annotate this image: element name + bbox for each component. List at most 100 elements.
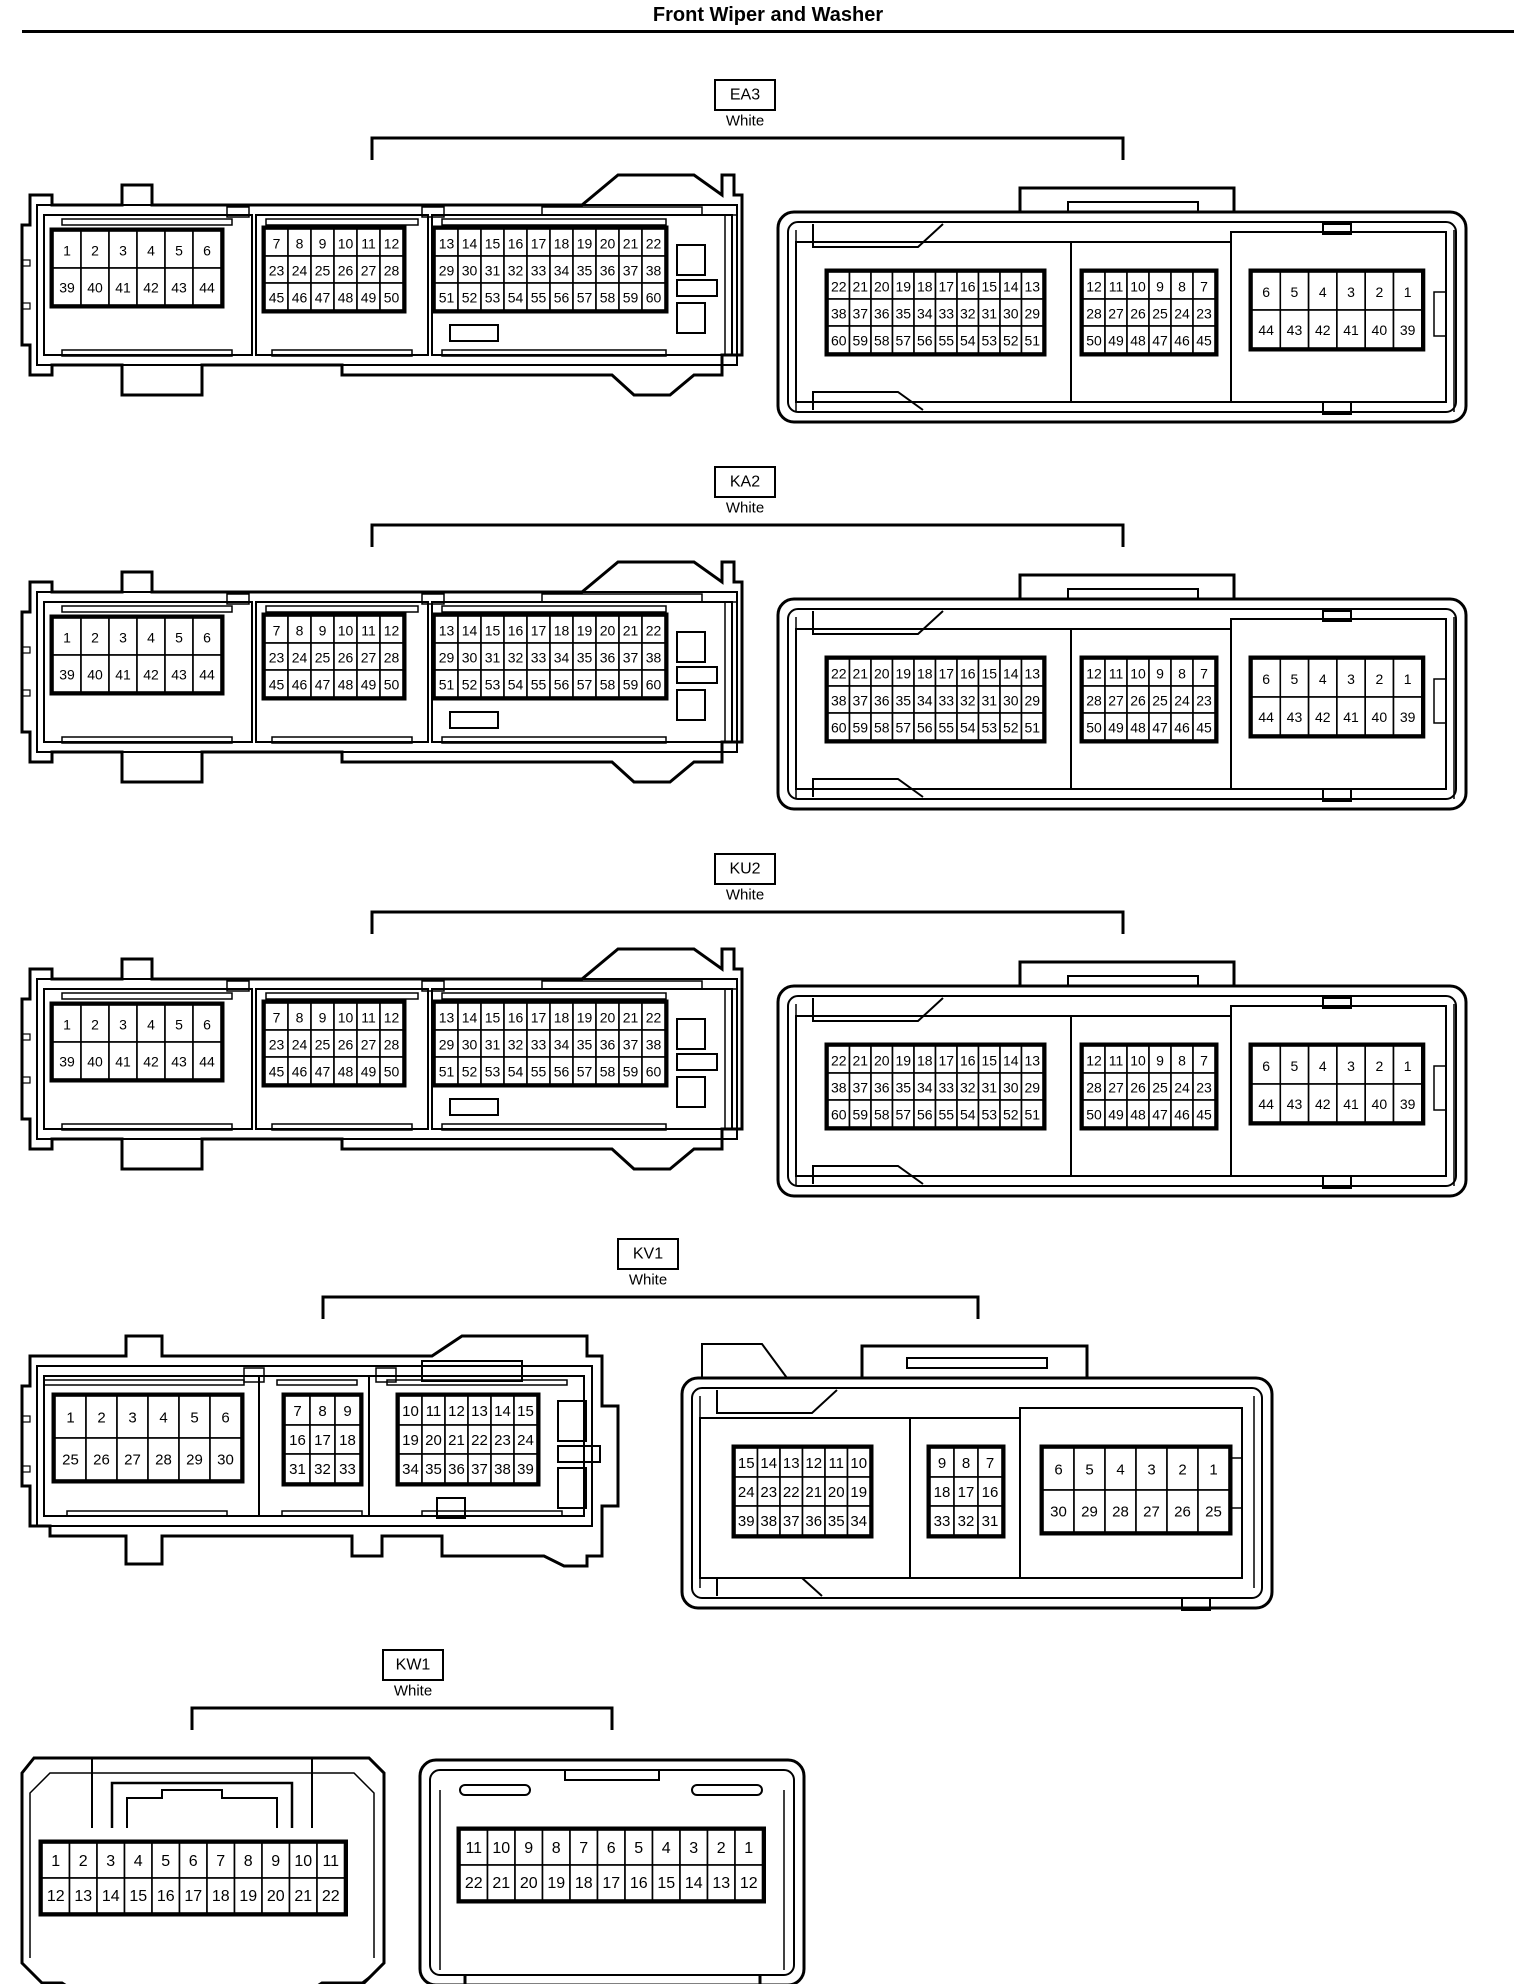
pin-cell	[953, 1476, 979, 1507]
housing-part	[557, 1400, 587, 1442]
pin-number: 40	[87, 1054, 103, 1070]
pin-cell	[192, 654, 222, 693]
pin-number: 53	[981, 333, 997, 349]
pin-number: 13	[1024, 279, 1040, 295]
pin-number: 14	[462, 236, 478, 252]
pin-number: 16	[960, 279, 976, 295]
housing-part	[1322, 401, 1352, 415]
pin-number: 22	[831, 279, 847, 295]
pin-number: 12	[384, 623, 400, 639]
pin-number: 46	[1174, 333, 1190, 349]
pin-number: 60	[646, 677, 662, 693]
pin-number: 53	[981, 720, 997, 736]
pin-number: 9	[1156, 666, 1164, 682]
pin-cell	[1279, 658, 1310, 698]
housing-part	[226, 206, 250, 218]
housing-part	[110, 1781, 294, 1828]
pin-number: 2	[1375, 1058, 1383, 1074]
pin-number: 19	[547, 1875, 565, 1892]
pin-number: 49	[1108, 720, 1124, 736]
pin-number: 41	[115, 667, 131, 683]
pin-number: 3	[689, 1840, 698, 1857]
pin-cell	[192, 617, 222, 656]
pin-number: 15	[657, 1875, 675, 1892]
housing-part	[243, 1367, 265, 1383]
housing-part	[43, 988, 253, 1130]
pin-number: 29	[439, 1037, 455, 1053]
pin-number: 19	[895, 666, 911, 682]
pin-number: 8	[552, 1840, 561, 1857]
pin-number: 14	[1003, 666, 1019, 682]
pin-number: 13	[439, 623, 455, 639]
pin-number: 8	[244, 1853, 253, 1870]
pin-number: 57	[895, 720, 911, 736]
pin-cell	[192, 267, 222, 306]
page-title: Front Wiper and Washer	[652, 4, 884, 26]
pin-number: 51	[1024, 333, 1040, 349]
pin-number: 3	[128, 1410, 136, 1427]
pin-cell	[929, 1505, 955, 1536]
pin-number: 35	[577, 263, 593, 279]
pin-number: 19	[239, 1888, 257, 1905]
pin-number: 25	[1152, 693, 1168, 709]
pin-number: 9	[524, 1840, 533, 1857]
pin-number: 21	[852, 279, 868, 295]
pin-number: 24	[1174, 1080, 1190, 1096]
pin-cell	[1020, 712, 1044, 741]
pin-number: 48	[338, 290, 354, 306]
pin-number: 8	[318, 1403, 326, 1420]
pin-number: 12	[805, 1455, 822, 1472]
pin-number: 16	[960, 666, 976, 682]
pin-number: 43	[171, 280, 187, 296]
pin-number: 58	[600, 1064, 616, 1080]
connector-label-box	[714, 79, 776, 111]
pin-cell	[734, 1864, 764, 1901]
pin-number: 16	[157, 1888, 175, 1905]
connector-color: White	[726, 500, 764, 517]
housing-part	[812, 223, 944, 248]
pin-number: 39	[1400, 322, 1416, 338]
pin-number: 17	[938, 1053, 954, 1069]
pin-number: 15	[517, 1403, 534, 1420]
pin-number: 32	[314, 1461, 331, 1478]
pin-number: 24	[517, 1432, 534, 1449]
pin-number: 18	[212, 1888, 230, 1905]
pin-cell	[209, 1437, 242, 1481]
pin-number: 34	[402, 1461, 419, 1478]
pin-number: 20	[874, 1053, 890, 1069]
pin-cell	[1251, 696, 1282, 736]
pin-number: 57	[577, 677, 593, 693]
pin-number: 10	[492, 1840, 510, 1857]
pin-number: 36	[805, 1513, 822, 1530]
pin-number: 53	[485, 1064, 501, 1080]
housing-part	[20, 173, 744, 397]
pin-number: 10	[1130, 666, 1146, 682]
pin-number: 45	[1196, 1107, 1212, 1123]
pin-number: 13	[74, 1888, 92, 1905]
pin-number: 60	[831, 333, 847, 349]
pin-number: 48	[1130, 720, 1146, 736]
pin-cell	[1392, 1083, 1423, 1123]
pin-number: 14	[462, 1010, 478, 1026]
pin-number: 14	[462, 623, 478, 639]
pin-number: 25	[62, 1452, 79, 1469]
pin-number: 8	[1178, 1053, 1186, 1069]
pin-number: 3	[1347, 671, 1355, 687]
pin-number: 9	[1156, 279, 1164, 295]
housing-part	[370, 910, 1125, 934]
pin-cell	[1166, 1489, 1199, 1533]
housing-part	[716, 1577, 823, 1597]
pin-cell	[108, 230, 138, 269]
pin-cell	[284, 1453, 311, 1484]
pin-number: 22	[831, 666, 847, 682]
pin-number: 2	[97, 1410, 105, 1427]
pin-number: 38	[760, 1513, 777, 1530]
pin-number: 11	[322, 1853, 339, 1870]
pin-number: 45	[269, 677, 285, 693]
housing-part	[1433, 678, 1447, 724]
pin-number: 50	[1086, 1107, 1102, 1123]
pin-number: 56	[554, 677, 570, 693]
pin-number: 4	[1116, 1462, 1124, 1479]
pin-number: 52	[1003, 720, 1019, 736]
pin-number: 6	[1262, 1058, 1270, 1074]
